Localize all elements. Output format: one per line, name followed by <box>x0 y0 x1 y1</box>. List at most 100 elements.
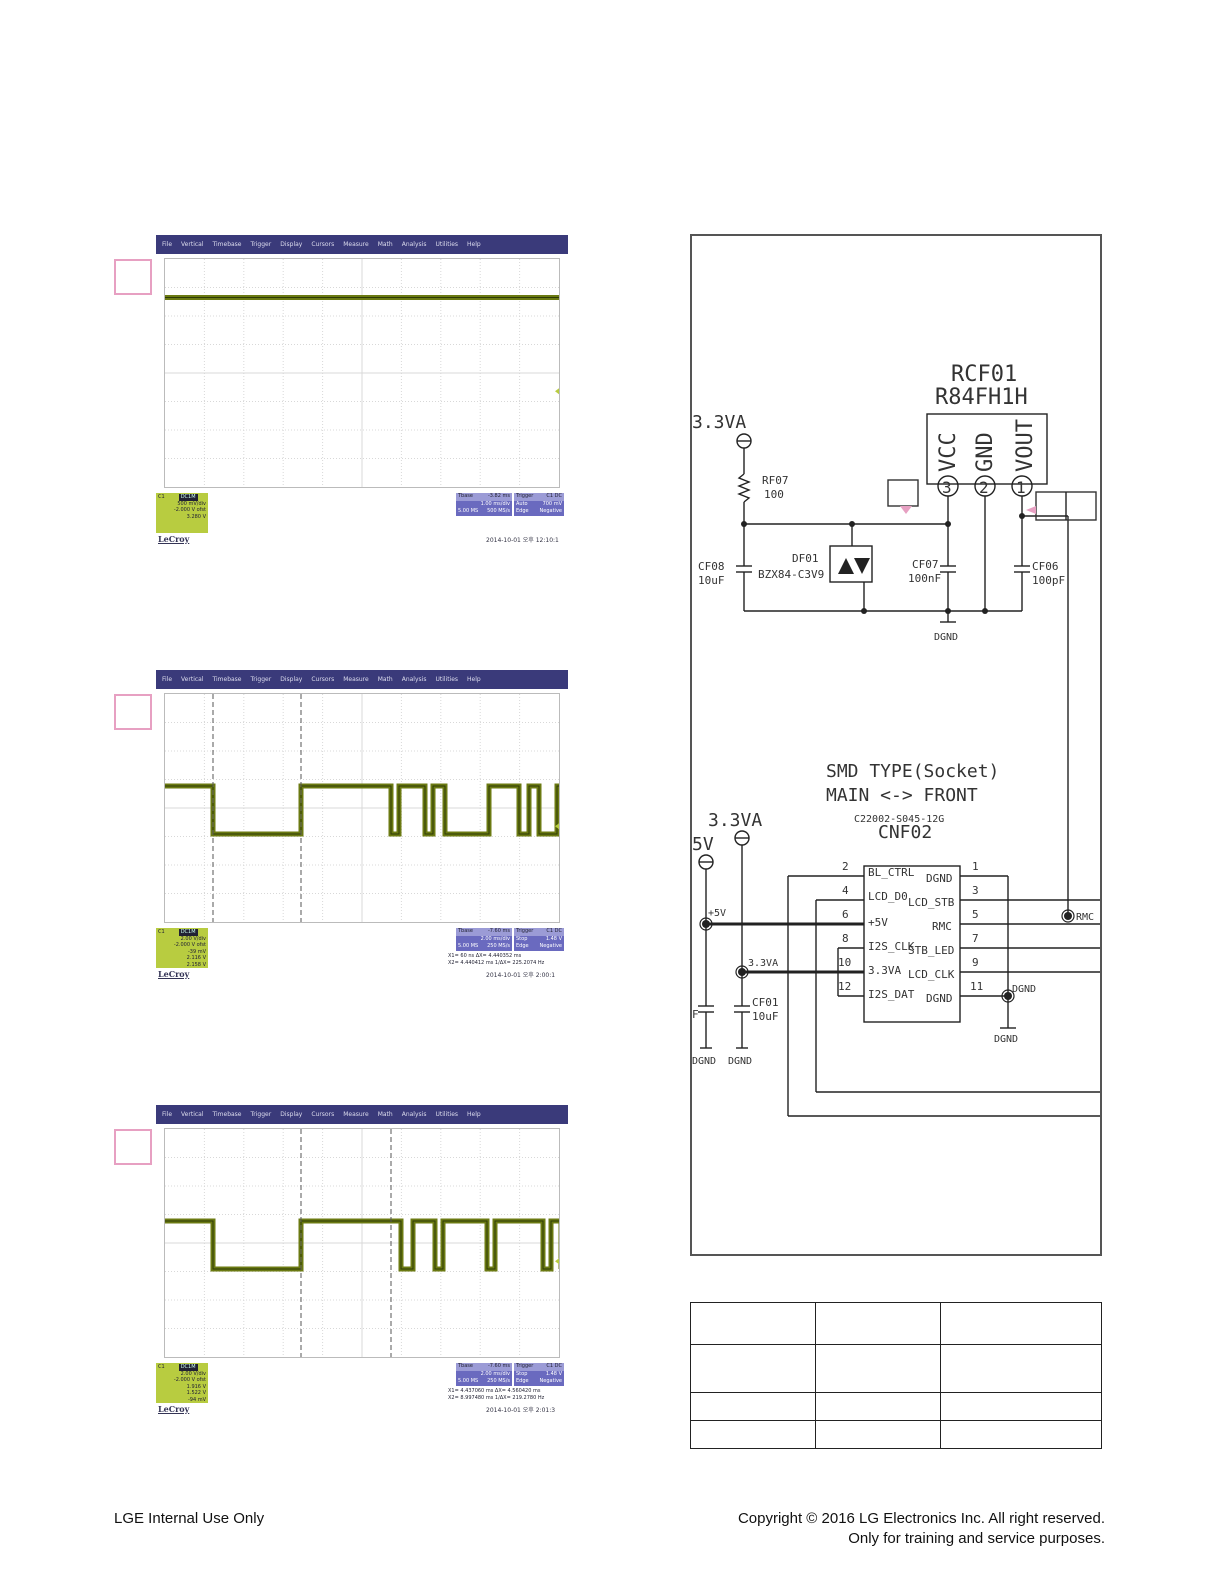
lecroy-logo: LeCroy <box>158 969 190 979</box>
smd-title-1: SMD TYPE(Socket) <box>826 761 999 782</box>
cell-text: -7.60 ms <box>487 1363 510 1369</box>
scope-menu-item[interactable]: Display <box>280 1111 303 1118</box>
cell-text: 500 MS/s <box>487 508 510 514</box>
scope-menu-item[interactable]: Cursors <box>311 676 335 683</box>
cell-text: 1.00 ms/div <box>480 500 510 507</box>
scope-menu-item[interactable]: Trigger <box>250 676 272 683</box>
scope-menu-item[interactable]: Timebase <box>212 241 242 248</box>
cell-text: Negative <box>539 1378 562 1384</box>
scope-menu-item[interactable]: Help <box>467 676 481 683</box>
scope-menu-item[interactable]: File <box>162 1111 173 1118</box>
scope-menu-item[interactable]: Help <box>467 1111 481 1118</box>
cnf-pin-name: LCD_D0 <box>868 890 908 903</box>
cnf-pin-num: 7 <box>972 932 979 945</box>
channel-info-line: 2.158 V <box>186 961 206 968</box>
scope-menu-item[interactable]: Trigger <box>250 1111 272 1118</box>
cell-text: 1.48 V <box>545 935 562 942</box>
cnf-pin-name: STB_LED <box>908 944 954 957</box>
scope-graticule <box>164 693 560 923</box>
cell-text: Tbase <box>458 493 473 499</box>
scope-menu-item[interactable]: Analysis <box>401 676 427 683</box>
scope-menu-bar: File Vertical Timebase Trigger Display Cursor… <box>156 1105 568 1124</box>
scope-menu-item[interactable]: Math <box>377 1111 393 1118</box>
scope-menu-item[interactable]: Cursors <box>311 241 335 248</box>
scope-menu-item[interactable]: Utilities <box>435 1111 459 1118</box>
cell-text: 5.00 MS <box>458 508 479 514</box>
scope-menu-item[interactable]: Vertical <box>181 241 204 248</box>
channel-info-line: 500 mV/div <box>177 500 206 507</box>
scope-menu-bar: File Vertical Timebase Trigger Display Cursor… <box>156 235 568 254</box>
pin-vout-label: VOUT <box>1013 419 1038 472</box>
channel-info-line: 2.00 V/div <box>180 935 206 942</box>
scope-graticule <box>164 1128 560 1358</box>
cnf-pin-name: LCD_STB <box>908 896 955 909</box>
rail-5v-label: 5V <box>692 834 714 855</box>
trigger-cell: Edge Negative <box>514 943 564 951</box>
cnf-pin-num: 2 <box>842 860 849 873</box>
rmc-net-label: RMC <box>1076 912 1094 923</box>
scope-menu-item[interactable]: Cursors <box>311 1111 335 1118</box>
channel-coupling: DC1M <box>178 494 198 501</box>
channel-info-line: -94 mV <box>187 1396 206 1403</box>
pin-vcc-label: VCC <box>936 432 961 472</box>
pin-gnd-label: GND <box>973 432 998 472</box>
cell-text: C1 DC <box>546 928 562 934</box>
scope-menu-item[interactable]: Timebase <box>212 676 242 683</box>
scope-menu-item[interactable]: Utilities <box>435 241 459 248</box>
scope-menu-item[interactable]: Math <box>377 676 393 683</box>
pin-2-label: 2 <box>979 478 989 497</box>
scope-menu-item[interactable]: Math <box>377 241 393 248</box>
timebase-cell: 2.00 ms/div <box>456 1370 512 1378</box>
cell-text: Auto <box>516 500 528 507</box>
cnf-pin-name: 3.3VA <box>868 964 901 977</box>
cell-text: Edge <box>516 943 529 949</box>
scope-menu-item[interactable]: Measure <box>343 241 369 248</box>
scope-menu-item[interactable]: File <box>162 676 173 683</box>
cnf-pin-name: DGND <box>926 992 953 1005</box>
lecroy-logo: LeCroy <box>158 534 190 544</box>
cell-text: Trigger <box>516 1363 534 1369</box>
scope-menu-item[interactable]: Display <box>280 676 303 683</box>
scope-menu-item[interactable]: Measure <box>343 1111 369 1118</box>
scope-menu-item[interactable]: Vertical <box>181 1111 204 1118</box>
cell-text: -7.60 ms <box>487 928 510 934</box>
scope-menu-item[interactable]: Measure <box>343 676 369 683</box>
capture-timestamp: 2014-10-01 오후 2:01:3 <box>486 1407 556 1414</box>
channel-info-line: -39 mV <box>187 948 206 955</box>
channel-name: C1 <box>158 494 165 500</box>
footer-training: Only for training and service purposes. <box>848 1530 1105 1547</box>
scope-menu-item[interactable]: Utilities <box>435 676 459 683</box>
dgnd-label-pin11: DGND <box>1012 984 1036 995</box>
cell-text: 250 MS/s <box>487 943 510 949</box>
pin-1-label: 1 <box>1016 478 1026 497</box>
scope-menu-item[interactable]: Timebase <box>212 1111 242 1118</box>
cnf-pin-name: BL_CTRL <box>868 866 915 879</box>
cnf-pin-num: 4 <box>842 884 849 897</box>
cell-text: Negative <box>539 943 562 949</box>
scope-menu-item[interactable]: Vertical <box>181 676 204 683</box>
oscilloscope-capture-1: File Vertical Timebase Trigger Display Cursor… <box>156 235 568 555</box>
scope-menu-item[interactable]: Analysis <box>401 241 427 248</box>
scope-menu-item[interactable]: Analysis <box>401 1111 427 1118</box>
scope-menu-item[interactable]: File <box>162 241 173 248</box>
scope-menu-item[interactable]: Trigger <box>250 241 272 248</box>
cnf-pin-name: +5V <box>868 916 888 929</box>
dgnd-label-top: DGND <box>934 632 958 643</box>
net-33va-label: 3.3VA <box>748 958 778 969</box>
scope-menu-item[interactable]: Display <box>280 241 303 248</box>
cell-text: Tbase <box>458 1363 473 1369</box>
cell-text: 5.00 MS <box>458 943 479 949</box>
cursor-line: X2= 4.440412 ms 1/ΔX= 225.2074 Hz <box>448 959 545 966</box>
scope-menu-item[interactable]: Help <box>467 241 481 248</box>
cnf-pin-name: I2S_DAT <box>868 988 915 1001</box>
cursor-line: X2= 8.997480 ms 1/ΔX= 219.2780 Hz <box>448 1394 545 1401</box>
